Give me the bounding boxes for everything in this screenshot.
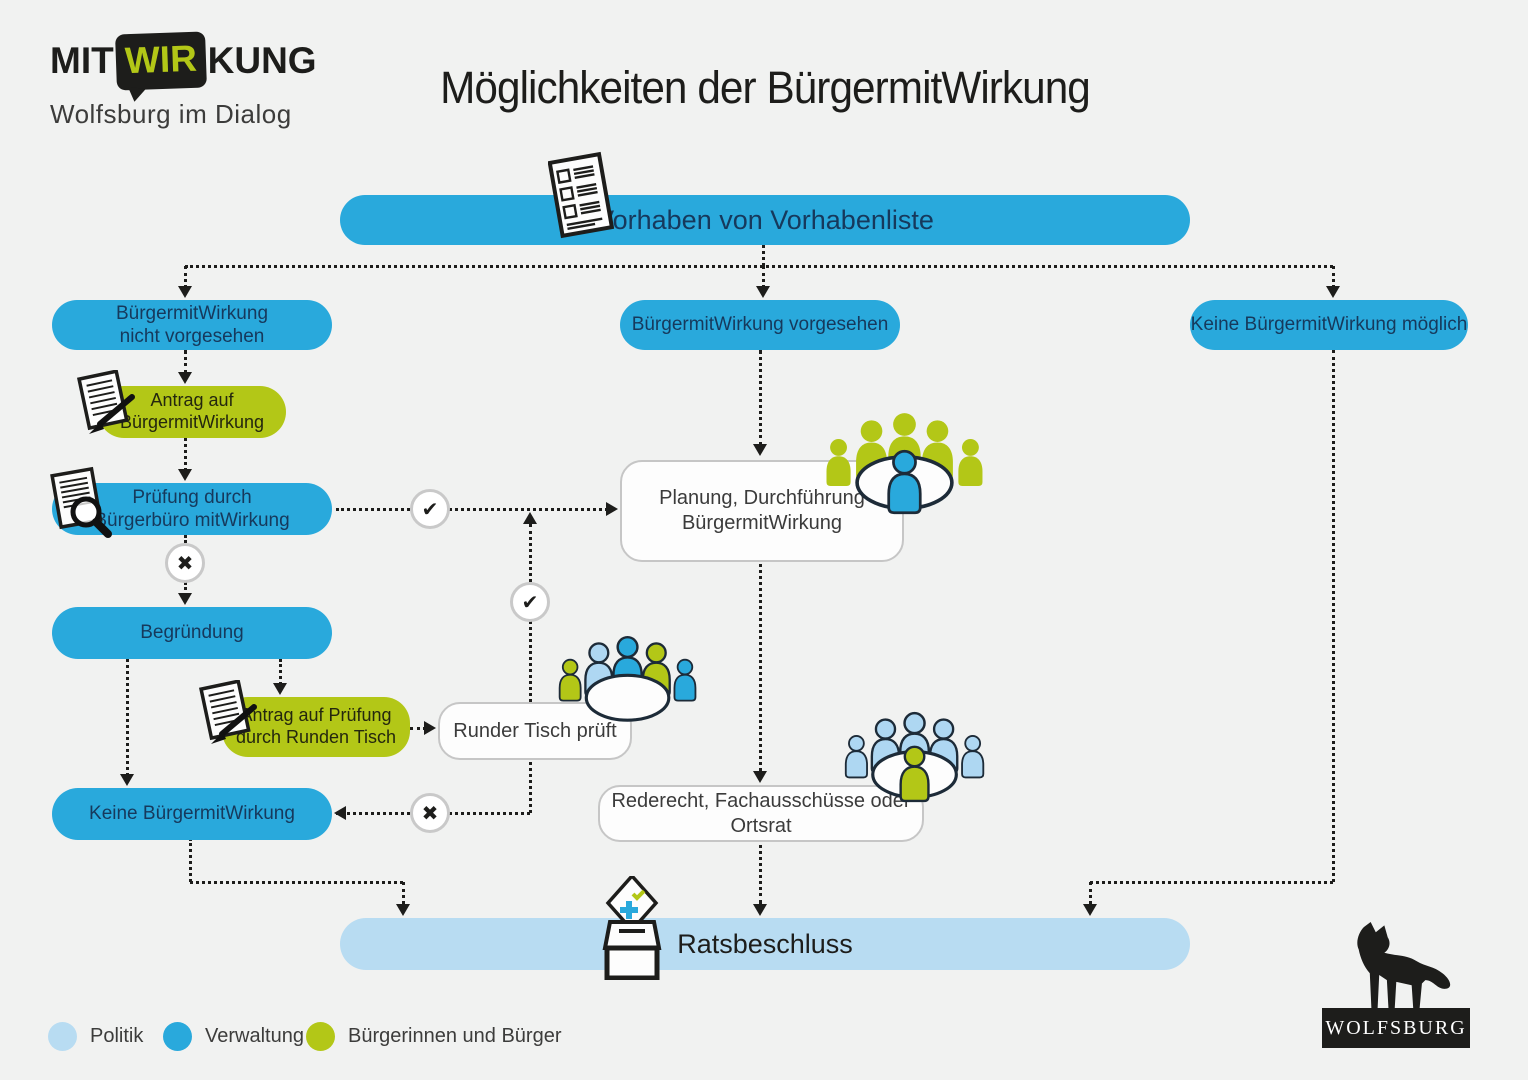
round-table-people-verwaltung-buerger	[820, 398, 990, 527]
connector	[761, 266, 765, 288]
legend-swatch-verwaltung	[163, 1022, 192, 1051]
connector	[401, 882, 405, 904]
legend-item-verwaltung: Verwaltung	[163, 1022, 304, 1051]
legend-label-verwaltung: Verwaltung	[205, 1025, 304, 1047]
connector	[278, 659, 282, 685]
connector	[758, 350, 762, 446]
arrow-down	[753, 771, 767, 783]
mitwirkung-logo: MIT WIR KUNG Wolfsburg im Dialog	[50, 31, 317, 130]
node-ratsbeschluss: Ratsbeschluss	[340, 918, 1190, 970]
arrow-up	[523, 512, 537, 524]
check-icon: ✔	[521, 591, 539, 614]
project-list-icon	[547, 150, 615, 242]
connector	[528, 756, 532, 813]
arrow-down	[273, 683, 287, 695]
arrow-down	[1326, 286, 1340, 298]
check-badge: ✔	[410, 489, 450, 529]
connector	[758, 838, 762, 904]
legend-swatch-buerger	[306, 1022, 335, 1051]
connector	[1331, 266, 1335, 288]
node-rederecht: Rederecht, Fachausschüsse oder Ortsrat	[598, 785, 924, 842]
check-icon: ✔	[421, 498, 439, 521]
connector	[125, 659, 129, 776]
wolfsburg-wordmark: WOLFSBURG	[1322, 1008, 1470, 1048]
node-nicht-vorgesehen: BürgermitWirkung nicht vorgesehen	[52, 300, 332, 350]
node-vorhaben: Vorhaben von Vorhabenliste	[340, 195, 1190, 245]
cross-badge: ✖	[410, 793, 450, 833]
connector	[183, 350, 187, 374]
round-table-people-mixed	[554, 624, 702, 737]
speech-bubble-icon: WIR	[114, 31, 207, 91]
arrow-right	[424, 721, 436, 735]
connector	[185, 264, 1333, 268]
connector	[183, 266, 187, 288]
arrow-down	[396, 904, 410, 916]
legend-item-politik: Politik	[48, 1022, 143, 1051]
connector	[183, 438, 187, 471]
connector	[1331, 350, 1335, 882]
connector	[761, 245, 765, 266]
round-table-people-politik	[840, 700, 990, 814]
cross-badge: ✖	[165, 543, 205, 583]
logo-text-mit: MIT	[50, 40, 114, 81]
legend-swatch-politik	[48, 1022, 77, 1051]
logo-subtitle: Wolfsburg im Dialog	[50, 99, 292, 129]
connector	[410, 726, 426, 730]
connector	[1088, 882, 1092, 904]
arrow-down	[753, 904, 767, 916]
check-badge: ✔	[510, 582, 550, 622]
legend-item-buerger: Bürgerinnen und Bürger	[306, 1022, 561, 1051]
node-planung-durchfuehrung: Planung, Durchführung BürgermitWirkung	[620, 460, 904, 562]
node-vorgesehen: BürgermitWirkung vorgesehen	[620, 300, 900, 350]
connector	[188, 838, 192, 882]
arrow-down	[753, 444, 767, 456]
connector	[336, 507, 608, 511]
logo-text-wir: WIR	[123, 37, 198, 82]
cross-icon: ✖	[176, 552, 194, 575]
arrow-down	[178, 593, 192, 605]
connector	[1090, 880, 1333, 884]
wolf-icon	[1338, 922, 1458, 1011]
node-keine-moeglich: Keine BürgermitWirkung möglich	[1190, 300, 1468, 350]
ballot-box-icon	[596, 873, 668, 981]
arrow-down	[178, 469, 192, 481]
node-antrag-runder-tisch: Antrag auf Prüfung durch Runden Tisch	[222, 697, 410, 757]
arrow-down	[1083, 904, 1097, 916]
application-pen-icon	[198, 679, 268, 748]
logo-text-kung: KUNG	[207, 40, 317, 81]
legend-label-buerger: Bürgerinnen und Bürger	[348, 1025, 562, 1047]
legend-label-politik: Politik	[90, 1025, 144, 1047]
connector	[190, 880, 403, 884]
arrow-down	[178, 372, 192, 384]
arrow-right	[606, 502, 618, 516]
application-pen-icon	[76, 369, 146, 438]
arrow-down	[178, 286, 192, 298]
arrow-down	[120, 774, 134, 786]
node-antrag-buergermitwirkung: Antrag auf BürgermitWirkung	[98, 386, 286, 438]
connector	[758, 558, 762, 771]
arrow-left	[334, 806, 346, 820]
page-title: Möglichkeiten der BürgermitWirkung	[440, 62, 1091, 113]
node-begruendung: Begründung	[52, 607, 332, 659]
review-magnifier-icon	[46, 466, 120, 542]
arrow-down	[756, 286, 770, 298]
cross-icon: ✖	[421, 802, 439, 825]
node-keine-buergermitwirkung: Keine BürgermitWirkung	[52, 788, 332, 840]
